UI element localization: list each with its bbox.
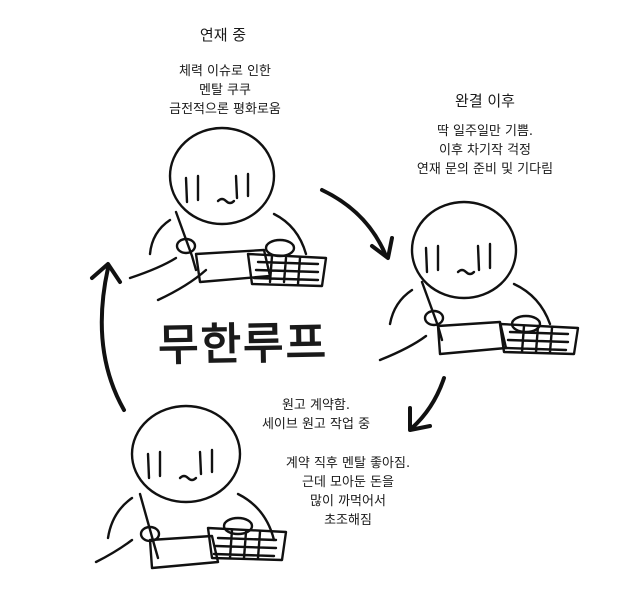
phase-contract-title-line: 세이브 원고 작업 중 bbox=[261, 417, 371, 432]
phase-serial-line: 체력 이슈로 인한 bbox=[179, 64, 271, 79]
phase-serial-line: 금전적으론 평화로움 bbox=[169, 102, 281, 117]
phase-serial-line: 멘탈 쿠쿠 bbox=[199, 83, 251, 98]
phase-after-line: 연재 문의 준비 및 기다림 bbox=[416, 162, 554, 177]
phase-contract-notes: 계약 직후 멘탈 좋아짐. 근데 모아둔 돈을 많이 까먹어서 초조해짐 bbox=[258, 454, 438, 530]
arrow-serial-to-after bbox=[320, 188, 394, 260]
phase-after-line: 이후 차기작 걱정 bbox=[439, 143, 531, 158]
phase-contract-line: 많이 까먹어서 bbox=[310, 494, 386, 509]
phase-contract-line: 근데 모아둔 돈을 bbox=[302, 475, 394, 490]
phase-after-notes: 딱 일주일만 기쁨. 이후 차기작 걱정 연재 문의 준비 및 기다림 bbox=[390, 122, 580, 179]
phase-after-title: 완결 이후 bbox=[455, 92, 515, 110]
arrow-contract-to-serial bbox=[90, 262, 126, 412]
loop-title: 무한루프 bbox=[157, 317, 329, 372]
phase-contract-line: 계약 직후 멘탈 좋아짐. bbox=[285, 456, 411, 471]
phase-contract-title: 원고 계약함. 세이브 원고 작업 중 bbox=[236, 396, 396, 434]
phase-after-line: 딱 일주일만 기쁨. bbox=[436, 124, 534, 139]
phase-contract-title-line: 원고 계약함. bbox=[281, 398, 351, 413]
phase-serial-title: 연재 중 bbox=[199, 26, 247, 44]
artist-figure-contract bbox=[94, 404, 288, 570]
phase-contract-line: 초조해짐 bbox=[324, 513, 372, 528]
artist-figure-after-completion bbox=[378, 200, 580, 362]
phase-serial-notes: 체력 이슈로 인한 멘탈 쿠쿠 금전적으론 평화로움 bbox=[140, 62, 310, 119]
arrow-after-to-contract bbox=[408, 376, 446, 432]
artist-figure-serializing bbox=[128, 126, 328, 302]
